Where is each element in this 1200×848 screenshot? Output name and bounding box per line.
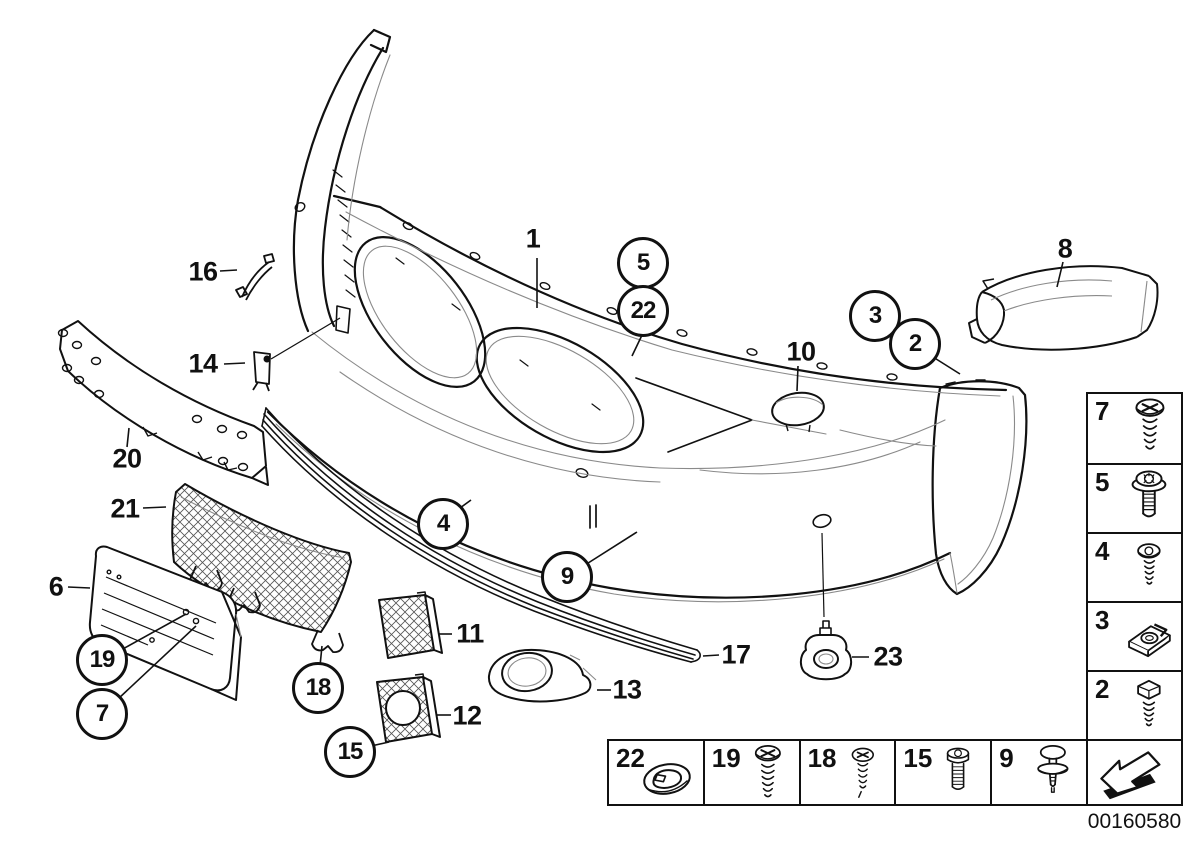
callout-9: 9 bbox=[541, 551, 593, 603]
legend-cell-3: 3 bbox=[1088, 601, 1181, 670]
callout-18: 18 bbox=[292, 662, 344, 714]
callout-10: 10 bbox=[786, 336, 816, 367]
bracket-14-drawing bbox=[252, 305, 351, 392]
callout-17: 17 bbox=[721, 639, 751, 670]
fastener-legend-row: 22 19 18 bbox=[607, 739, 1088, 806]
expanding-rivet-icon bbox=[1037, 744, 1069, 793]
torx-cylinder-screw-icon bbox=[946, 747, 970, 790]
callout-7: 7 bbox=[76, 688, 128, 740]
legend-label: 18 bbox=[807, 743, 837, 773]
sensor-drawing bbox=[799, 532, 853, 681]
legend-cell-9: 9 bbox=[990, 741, 1086, 804]
callout-19: 19 bbox=[76, 634, 128, 686]
callout-21: 21 bbox=[110, 493, 140, 524]
bumper-cover-drawing bbox=[266, 28, 1028, 603]
legend-cell-4: 4 bbox=[1088, 532, 1181, 601]
legend-cell-5: 5 bbox=[1088, 463, 1181, 532]
legend-label: 22 bbox=[616, 743, 645, 773]
mesh-insert-11-drawing bbox=[378, 591, 443, 659]
legend-label: 3 bbox=[1095, 605, 1110, 635]
torx-flange-screw-icon bbox=[1131, 470, 1167, 518]
direction-arrow-icon bbox=[1100, 751, 1161, 800]
grommet-seal-icon bbox=[643, 763, 691, 795]
fog-lamp-trim-drawing bbox=[487, 648, 597, 703]
legend-cell-15: 15 bbox=[894, 741, 990, 804]
callout-23: 23 bbox=[873, 641, 903, 672]
legend-cell-7: 7 bbox=[1088, 394, 1181, 463]
torx-screw-icon bbox=[1137, 543, 1161, 585]
callout-20: 20 bbox=[112, 443, 142, 474]
legend-cell-2: 2 bbox=[1088, 670, 1181, 739]
bracket-16-drawing bbox=[235, 253, 275, 301]
hex-bolt-icon bbox=[1137, 679, 1161, 727]
legend-cell-arrow bbox=[1088, 739, 1181, 804]
legend-label: 5 bbox=[1095, 467, 1110, 497]
legend-label: 7 bbox=[1095, 396, 1110, 426]
cover-cap-drawing bbox=[771, 391, 825, 433]
reinforcement-panel-drawing bbox=[57, 320, 269, 486]
legend-label: 4 bbox=[1095, 536, 1110, 566]
callout-12: 12 bbox=[452, 700, 482, 731]
legend-cell-19: 19 bbox=[702, 741, 799, 804]
legend-cell-18: 18 bbox=[798, 741, 895, 804]
callout-5: 5 bbox=[617, 237, 669, 289]
air-duct-drawing bbox=[968, 265, 1159, 351]
callout-22: 22 bbox=[617, 285, 669, 337]
callout-6: 6 bbox=[48, 571, 64, 602]
callout-11: 11 bbox=[456, 618, 484, 649]
callout-4: 4 bbox=[417, 498, 469, 550]
phillips-screw-icon bbox=[1135, 398, 1165, 450]
legend-label: 2 bbox=[1095, 674, 1110, 704]
callout-8: 8 bbox=[1057, 233, 1073, 264]
trim-strip-drawing bbox=[261, 407, 701, 663]
callout-3: 3 bbox=[849, 290, 901, 342]
legend-cell-22: 22 bbox=[609, 741, 703, 804]
callout-16: 16 bbox=[188, 256, 218, 287]
drawing-number: 00160580 bbox=[1087, 810, 1182, 833]
clip-nut-icon bbox=[1128, 623, 1171, 658]
callout-13: 13 bbox=[612, 674, 642, 705]
callout-2: 2 bbox=[889, 318, 941, 370]
legend-label: 9 bbox=[999, 743, 1014, 773]
legend-label: 19 bbox=[711, 743, 741, 773]
fastener-legend-column: 7 5 bbox=[1086, 392, 1183, 806]
callout-15: 15 bbox=[324, 726, 376, 778]
phillips-screw-icon bbox=[851, 747, 875, 798]
mesh-insert-12-drawing bbox=[376, 673, 441, 743]
callout-14: 14 bbox=[188, 348, 218, 379]
legend-label: 15 bbox=[903, 743, 933, 773]
phillips-screw-icon bbox=[754, 744, 781, 798]
callout-1: 1 bbox=[525, 223, 541, 254]
